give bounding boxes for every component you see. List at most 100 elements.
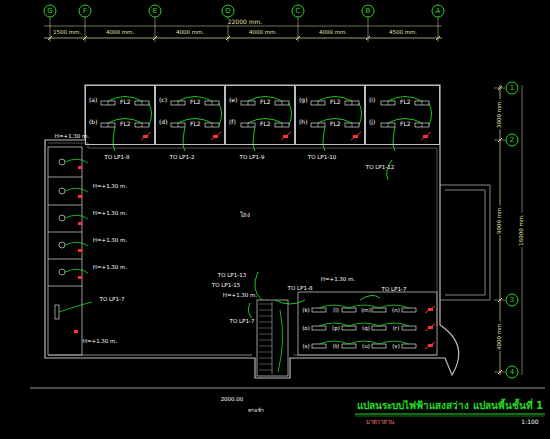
fluorescent-lamp: [342, 344, 356, 348]
dimension-tick: [436, 36, 440, 40]
axis-bubble: [44, 5, 56, 17]
wire: [65, 215, 88, 219]
switch: [141, 132, 151, 140]
building-outline: [45, 85, 459, 378]
drawing-title: แปลนระบบไฟฟ้าแสงสว่าง แปลนพื้นชั้นที่ 1: [357, 401, 543, 411]
dimension-tick: [498, 298, 502, 302]
dimension-tick: [226, 36, 230, 40]
lamp-mark: [352, 101, 353, 105]
switch: [78, 276, 82, 279]
fixture-tag: (f): [229, 119, 236, 125]
fluorescent-lamp: [415, 123, 429, 127]
switch: [78, 222, 82, 225]
wire: [359, 103, 362, 125]
lamp: [59, 215, 65, 221]
axis-label: D: [225, 8, 230, 15]
dimension: 4000 mm.: [105, 30, 135, 36]
wire: [253, 127, 255, 151]
mounting-height: H=+1.30 m.: [321, 277, 355, 283]
dimension: 4000 mm.: [318, 30, 348, 36]
fixture-type: FL2: [400, 99, 411, 105]
axis-bubble: [292, 5, 304, 17]
partition: [48, 232, 82, 233]
fluorescent-lamp: [135, 123, 149, 127]
circuit-label: TO LP1-2: [170, 155, 195, 161]
fluorescent-lamp: [342, 326, 356, 330]
fluorescent-lamp: [311, 123, 325, 127]
lamp-mark: [248, 101, 249, 105]
fluorescent-lamp: [55, 305, 59, 319]
fixture-type: FL2: [190, 99, 201, 105]
mounting-height: H=+1.30 m.: [93, 238, 127, 244]
dimension: 16000 mm.: [519, 213, 525, 247]
fixture-tag: (i): [369, 97, 375, 103]
dimension: 3000 mm.: [497, 99, 503, 129]
fixture-tag: (s): [302, 344, 309, 350]
fluorescent-lamp: [241, 101, 255, 105]
circuit-label: TO LP1-8: [288, 286, 313, 292]
fixture-type: FL2: [120, 99, 131, 105]
fluorescent-lamp: [101, 101, 115, 105]
stair-tread: [259, 346, 272, 347]
fixture-tag: (n): [392, 308, 400, 314]
fixture-tag: (e): [229, 97, 237, 103]
stair-tread: [259, 370, 272, 371]
fluorescent-lamp: [402, 308, 416, 312]
lamp-mark: [352, 123, 353, 127]
lamp-mark: [282, 101, 283, 105]
circuit-label: TO LP1-8: [105, 155, 130, 161]
fluorescent-lamp: [275, 101, 289, 105]
fixture-type: FL2: [330, 99, 341, 105]
mounting-height: H=+1.30 m.: [223, 293, 257, 299]
stair-tread: [259, 364, 272, 365]
stair-tread: [259, 322, 272, 323]
wire: [275, 300, 305, 304]
wire: [183, 127, 185, 151]
fixture-type: FL2: [330, 121, 341, 127]
axis-label: E: [153, 8, 157, 15]
stair: [257, 300, 288, 376]
stair-tread: [259, 328, 272, 329]
wire: [323, 127, 325, 151]
dimension: 4000 mm.: [248, 30, 278, 36]
scale-label: มาตราส่วน: [366, 419, 394, 425]
axis-label: 4: [510, 369, 514, 376]
fixture-type: FL2: [400, 121, 411, 127]
partition: [48, 205, 82, 206]
fluorescent-lamp: [311, 101, 325, 105]
canopy: [440, 185, 490, 300]
lamp-mark: [248, 123, 249, 127]
lamp: [59, 188, 65, 194]
axis-label: 3: [510, 297, 514, 304]
dimension-line: [44, 26, 442, 27]
fixture-type: FL2: [260, 121, 271, 127]
fixture-tag: (q): [362, 326, 370, 332]
stair-tread: [259, 352, 272, 353]
dimension: 9000 mm.: [497, 205, 503, 235]
dimension-tick: [153, 36, 157, 40]
fixture-tag: (b): [89, 119, 98, 125]
lamp-mark: [318, 101, 319, 105]
switch: [281, 132, 291, 140]
fixture-tag: (a): [89, 97, 97, 103]
axis-bubble: [432, 5, 444, 17]
fixture-tag: (r): [393, 326, 400, 332]
dimension-tick: [83, 36, 87, 40]
partition: [48, 177, 82, 178]
axis-label: G: [47, 8, 52, 15]
fixture-tag: (h): [299, 119, 307, 125]
wire: [65, 242, 88, 246]
room: (g)FL2(h)FL2: [295, 85, 365, 145]
lamp-mark: [318, 123, 319, 127]
wire: [248, 303, 252, 318]
lamp: [59, 242, 65, 248]
axis-label: B: [366, 8, 371, 15]
axis-label: F: [83, 8, 87, 15]
fluorescent-lamp: [372, 326, 386, 330]
axis-bubble: [506, 134, 518, 146]
stair-tread: [259, 358, 272, 359]
circuit-label: TO LP1-9: [240, 155, 265, 161]
fixture-tag: (m): [361, 308, 371, 314]
dimension-line: [44, 38, 442, 39]
lamp-mark: [178, 123, 179, 127]
